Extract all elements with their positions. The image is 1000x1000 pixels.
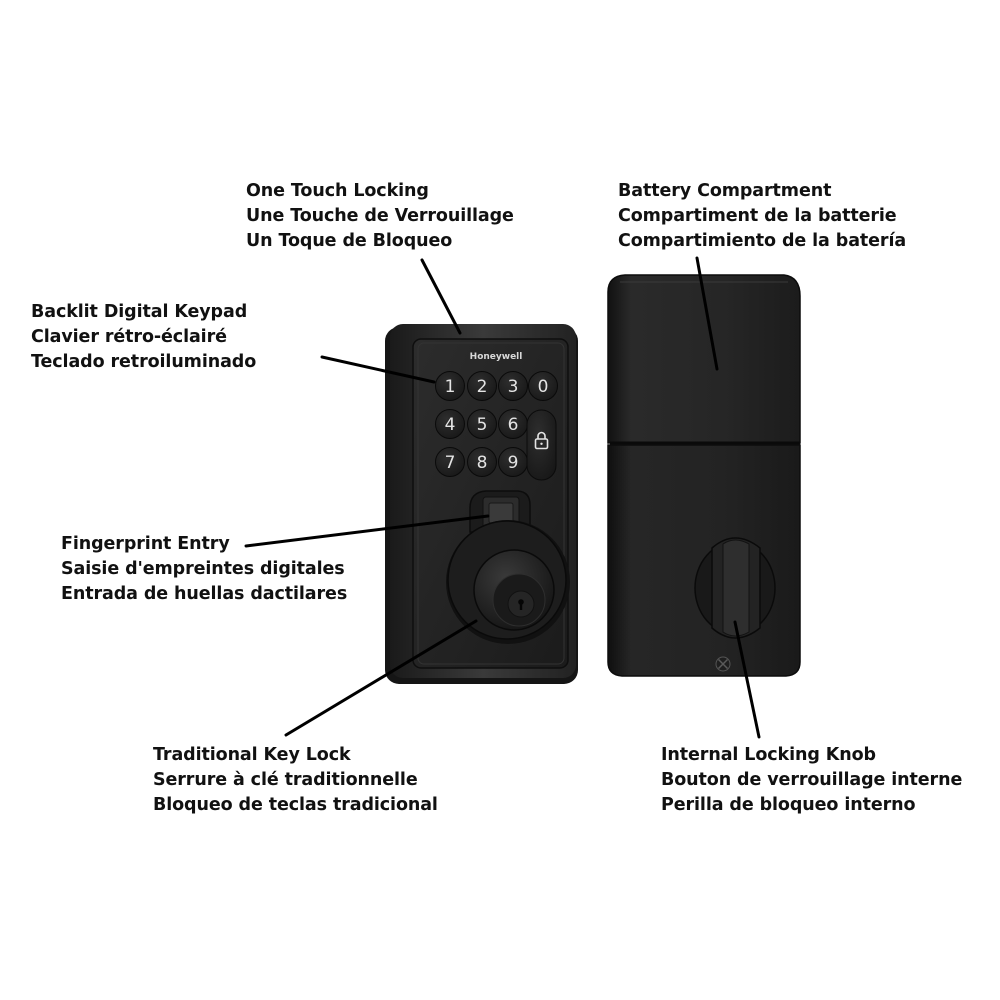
label-es: Perilla de bloqueo interno [661, 795, 916, 815]
label-es: Entrada de huellas dactilares [61, 584, 348, 604]
callout-fingerprint-entry: Fingerprint Entry Saisie d'empreintes di… [61, 532, 347, 607]
label-fr: Saisie d'empreintes digitales [61, 559, 345, 579]
callout-battery-compartment: Battery Compartment Compartiment de la b… [618, 179, 906, 254]
keypad-key-label: 8 [477, 453, 488, 473]
keypad-key-8[interactable]: 8 [467, 447, 497, 477]
keypad-key-label: 4 [445, 415, 456, 435]
label-es: Bloqueo de teclas tradicional [153, 795, 438, 815]
leader-locking-knob [733, 620, 761, 739]
keypad-key-label: 1 [445, 377, 456, 397]
screw-icon [715, 656, 731, 672]
leader-fingerprint [244, 514, 490, 548]
keypad-key-3[interactable]: 3 [498, 371, 528, 401]
keyhole-icon [518, 599, 524, 610]
label-en: Internal Locking Knob [661, 745, 876, 765]
keypad-key-5[interactable]: 5 [467, 409, 497, 439]
label-en: Fingerprint Entry [61, 534, 230, 554]
padlock-icon [534, 431, 549, 450]
callout-internal-locking-knob: Internal Locking Knob Bouton de verrouil… [661, 743, 962, 818]
leader-key-lock [284, 619, 478, 737]
keypad-key-6[interactable]: 6 [498, 409, 528, 439]
keypad-key-label: 6 [508, 415, 519, 435]
keypad-key-label: 0 [538, 377, 549, 397]
label-en: One Touch Locking [246, 181, 429, 201]
keypad-key-label: 9 [508, 453, 519, 473]
label-fr: Clavier rétro-éclairé [31, 327, 227, 347]
label-fr: Une Touche de Verrouillage [246, 206, 514, 226]
label-en: Battery Compartment [618, 181, 832, 201]
keypad-key-1[interactable]: 1 [435, 371, 465, 401]
keypad-key-label: 7 [445, 453, 456, 473]
label-es: Un Toque de Bloqueo [246, 231, 453, 251]
label-fr: Compartiment de la batterie [618, 206, 897, 226]
leader-lines [244, 256, 761, 739]
callout-backlit-keypad: Backlit Digital Keypad Clavier rétro-écl… [31, 300, 256, 375]
label-fr: Serrure à clé traditionnelle [153, 770, 418, 790]
back-interior-unit [607, 274, 801, 677]
label-en: Backlit Digital Keypad [31, 302, 248, 322]
label-es: Teclado retroiluminado [31, 352, 257, 372]
internal-locking-knob[interactable] [694, 537, 776, 639]
callout-one-touch-locking: One Touch Locking Une Touche de Verrouil… [246, 179, 514, 254]
keypad-key-label: 3 [508, 377, 519, 397]
label-fr: Bouton de verrouillage interne [661, 770, 963, 790]
brand-logo: Honeywell [470, 352, 523, 362]
leader-battery [695, 256, 719, 371]
keypad-key-label: 2 [477, 377, 488, 397]
keypad-key-0[interactable]: 0 [528, 371, 558, 401]
callout-traditional-key-lock: Traditional Key Lock Serrure à clé tradi… [153, 743, 438, 818]
keypad-key-2[interactable]: 2 [467, 371, 497, 401]
keypad-key-7[interactable]: 7 [435, 447, 465, 477]
keypad-key-4[interactable]: 4 [435, 409, 465, 439]
one-touch-lock-button[interactable] [526, 409, 557, 481]
label-en: Traditional Key Lock [153, 745, 351, 765]
leader-backlit-keypad [320, 355, 436, 384]
key-cylinder[interactable] [446, 520, 570, 644]
label-es: Compartimiento de la batería [618, 231, 907, 251]
leader-one-touch [420, 258, 462, 335]
keypad-key-9[interactable]: 9 [498, 447, 528, 477]
keypad-key-label: 5 [477, 415, 488, 435]
